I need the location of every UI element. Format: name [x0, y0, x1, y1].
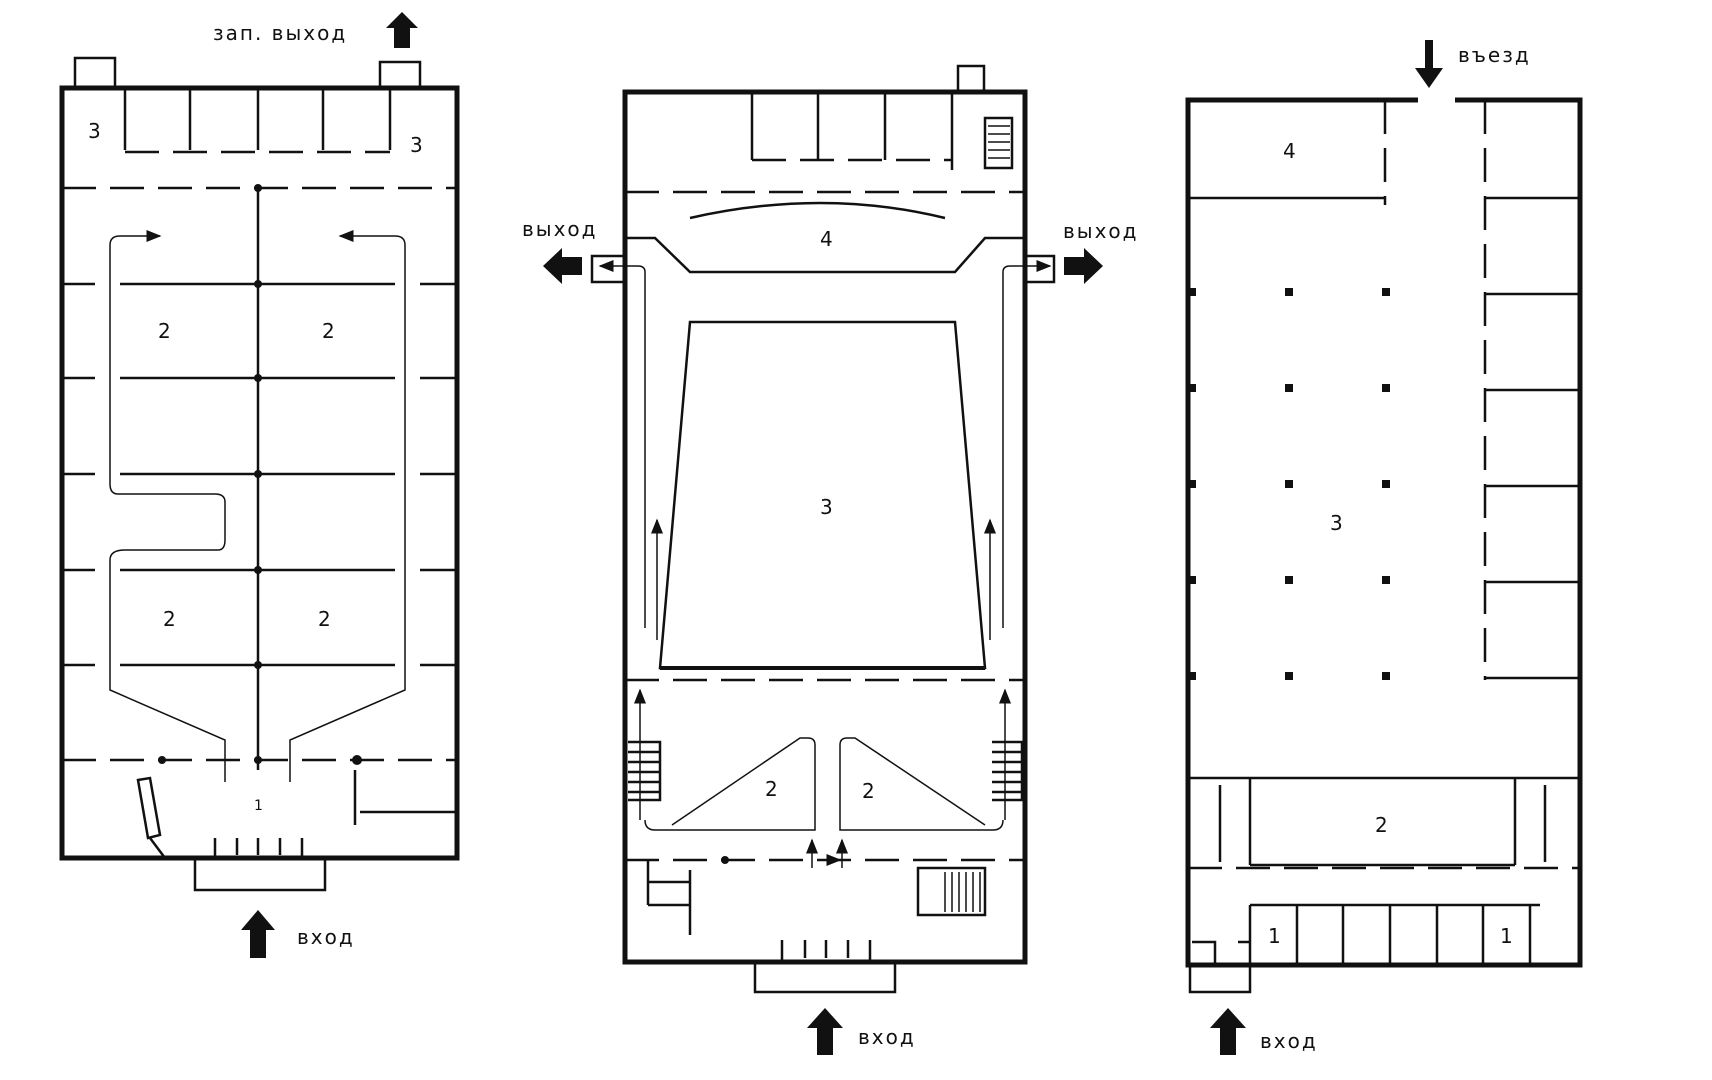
- plan-1-stair-right: [378, 60, 422, 88]
- plan-3: 4 3 2 1 1 въезд вход: [1185, 40, 1583, 1055]
- room-label: 3: [410, 133, 423, 157]
- plan-2-exit-left-door: [590, 254, 625, 284]
- plan-2-stage: [625, 201, 1025, 274]
- arrow-up-icon: [807, 1008, 843, 1055]
- room-label: 1: [1500, 924, 1513, 948]
- exit-left-label: выход: [522, 217, 597, 241]
- plan-2-stair-top: [956, 64, 986, 92]
- room-label: 2: [1375, 813, 1388, 837]
- room-label: 2: [163, 607, 176, 631]
- room-label: 4: [1283, 139, 1296, 163]
- plan-1-stair-left: [73, 56, 117, 88]
- arrow-down-icon: [1415, 40, 1443, 88]
- exit-right-label: выход: [1063, 219, 1138, 243]
- room-label: 3: [820, 495, 833, 519]
- plan-2: 4 3 2 2 выход выход вход: [522, 64, 1138, 1055]
- room-label: 1: [254, 798, 263, 814]
- plan-1-bays: [62, 184, 457, 770]
- room-label: 2: [322, 319, 335, 343]
- plan-3-lower-rooms: [1188, 776, 1580, 994]
- drive-in-label: въезд: [1458, 43, 1531, 67]
- room-label: 1: [1268, 924, 1281, 948]
- entrance-label: вход: [858, 1025, 916, 1049]
- plan-2-lobby: [625, 678, 1025, 994]
- arrow-up-icon: [1210, 1008, 1246, 1055]
- room-label: 2: [862, 779, 875, 803]
- plan-2-outer-wall: [622, 89, 1028, 965]
- plan-1-circulation-arrows: [109, 230, 406, 782]
- arrow-left-icon: [543, 248, 582, 284]
- plan-3-columns: [1188, 288, 1390, 680]
- arrow-right-icon: [1064, 248, 1103, 284]
- plan-2-circulation-arrows: [598, 260, 1052, 868]
- room-label: 3: [88, 119, 101, 143]
- emergency-exit-label: зап. выход: [213, 21, 347, 45]
- plan-2-service-rooms: [625, 92, 1025, 194]
- room-label: 4: [820, 227, 833, 251]
- plan-1-top-rooms: [62, 88, 457, 190]
- room-label: 2: [318, 607, 331, 631]
- plan-3-outer-wall: [1185, 97, 1583, 968]
- plan-1: 3 3 2 2 2 2 1 зап. выход вход: [59, 12, 460, 958]
- plan-1-lobby: [62, 758, 457, 892]
- plan-3-right-rooms: [1483, 100, 1580, 680]
- arrow-up-icon: [386, 12, 418, 48]
- entrance-label: вход: [297, 925, 355, 949]
- room-label: 3: [1330, 511, 1343, 535]
- arrow-up-icon: [241, 910, 275, 958]
- entrance-label: вход: [1260, 1029, 1318, 1053]
- room-label: 2: [158, 319, 171, 343]
- plan-2-exit-right-door: [1025, 254, 1056, 284]
- room-label: 2: [765, 777, 778, 801]
